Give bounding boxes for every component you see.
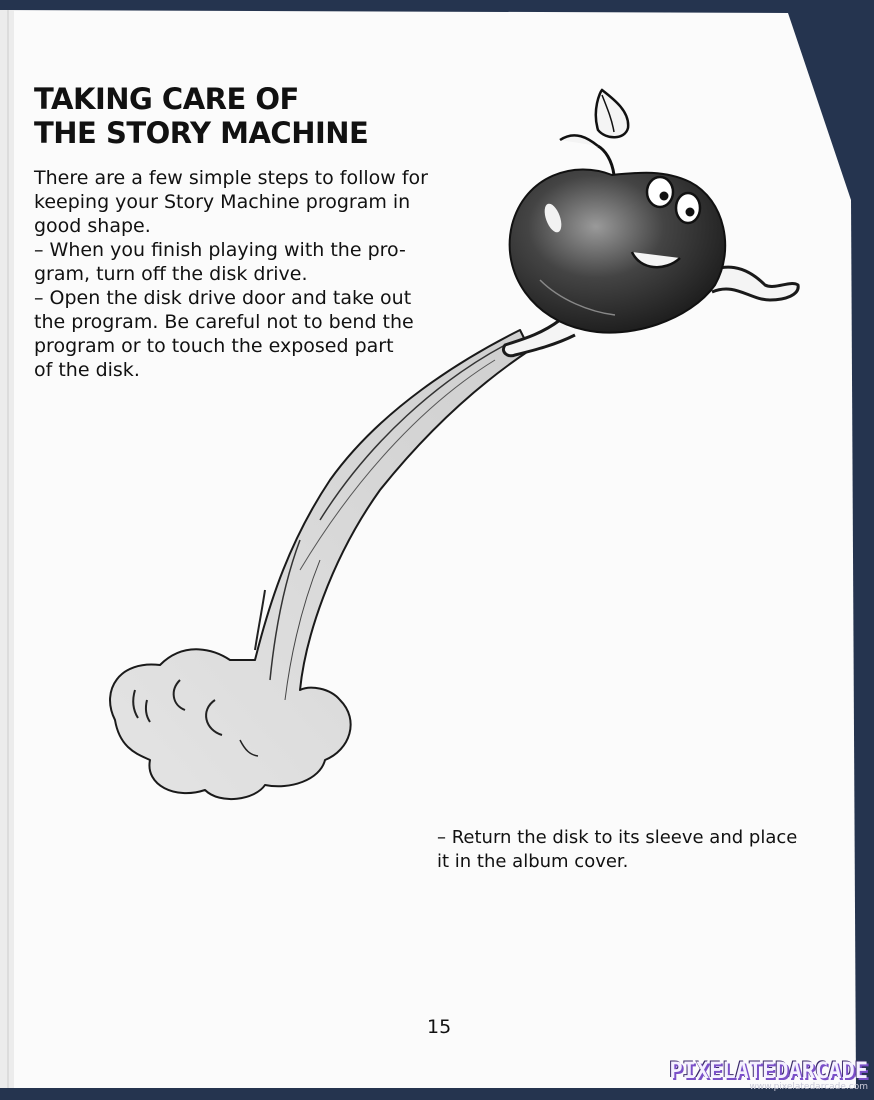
intro-line: the program. Be careful not to bend the	[34, 311, 414, 333]
apple-character-icon	[508, 88, 727, 334]
page-number: 15	[427, 1016, 452, 1038]
intro-line: – Open the disk drive door and take out	[34, 287, 412, 309]
page-title-line-1: TAKING CARE OF	[34, 82, 299, 116]
watermark-url: www.pixelatedarcade.com	[749, 1082, 868, 1092]
intro-line: of the disk.	[34, 359, 140, 381]
dust-trail-icon	[109, 329, 531, 801]
watermark-brand: PIXELATEDARCADE	[669, 1059, 868, 1084]
return-instruction: – Return the disk to its sleeve and plac…	[437, 826, 817, 874]
page-title: TAKING CARE OF THE STORY MACHINE	[34, 82, 369, 150]
return-line: it in the album cover.	[437, 851, 629, 872]
intro-line: There are a few simple steps to follow f…	[34, 167, 428, 189]
page-title-line-2: THE STORY MACHINE	[34, 116, 369, 150]
return-line: – Return the disk to its sleeve and plac…	[437, 827, 798, 848]
intro-line: – When you finish playing with the pro-	[34, 239, 406, 261]
watermark: PIXELATEDARCADE www.pixelatedarcade.com	[669, 1059, 868, 1092]
intro-paragraph: There are a few simple steps to follow f…	[34, 166, 434, 382]
intro-line: good shape.	[34, 215, 151, 237]
intro-line: program or to touch the exposed part	[34, 335, 394, 357]
intro-line: keeping your Story Machine program in	[34, 191, 411, 213]
intro-line: gram, turn off the disk drive.	[34, 263, 308, 285]
